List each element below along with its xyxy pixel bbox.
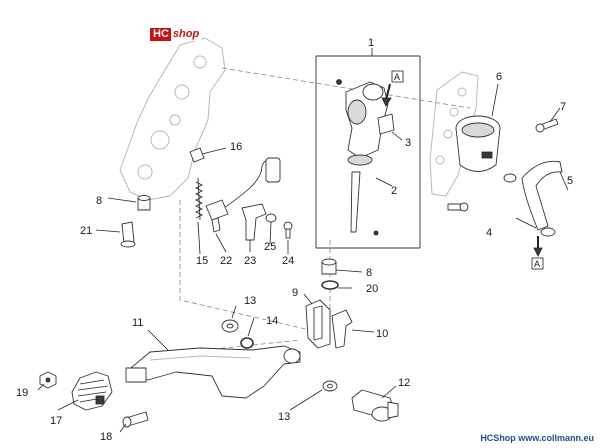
logo-shop: shop — [170, 28, 202, 41]
bushing-8-left — [137, 195, 151, 211]
footer-credit: HCShop www.collmann.eu — [480, 433, 594, 443]
master-cylinder-assembly — [315, 55, 421, 249]
callout-7: 7 — [560, 101, 566, 113]
callout-21: 21 — [80, 225, 92, 237]
clevis-pin-10 — [331, 309, 353, 349]
callout-23: 23 — [244, 255, 256, 267]
brake-light-switch-22 — [205, 157, 281, 233]
callout-labels: 1 2 3 4 5 6 7 8 8 9 10 11 12 13 13 14 15… — [16, 37, 573, 443]
svg-text:A: A — [534, 259, 540, 269]
callout-15: 15 — [196, 255, 208, 267]
bushing-8-right — [321, 258, 337, 275]
reference-box-bottom: A — [531, 257, 544, 270]
callout-9: 9 — [292, 287, 298, 299]
washer-25 — [265, 213, 277, 223]
callout-25: 25 — [264, 241, 276, 253]
bracket-bolt — [447, 202, 469, 212]
switch-bracket-23 — [241, 203, 267, 241]
o-ring-14 — [240, 337, 254, 349]
callout-20: 20 — [366, 283, 378, 295]
callout-2: 2 — [391, 185, 397, 197]
washer-13-upper — [221, 319, 239, 333]
callout-13-upper: 13 — [244, 295, 256, 307]
reference-arrow-bottom — [533, 236, 543, 257]
callout-24: 24 — [282, 255, 294, 267]
callout-16: 16 — [230, 141, 242, 153]
brake-pedal-11 — [125, 345, 301, 399]
reference-box-top: A — [391, 70, 404, 83]
callout-10: 10 — [376, 328, 388, 340]
o-ring-20 — [321, 280, 339, 290]
callout-1: 1 — [368, 37, 374, 49]
callout-12: 12 — [398, 377, 410, 389]
callout-19: 19 — [16, 387, 28, 399]
callout-11: 11 — [132, 317, 143, 329]
clevis-9 — [305, 299, 331, 349]
hose-clamps-4 — [503, 173, 556, 237]
hose-5 — [521, 160, 563, 231]
callout-18: 18 — [100, 431, 112, 443]
washer-13-lower — [322, 380, 338, 392]
bolt-18 — [122, 411, 149, 428]
foot-peg-17 — [71, 371, 113, 411]
screw-24 — [283, 221, 293, 239]
pivot-bolt-12 — [351, 389, 399, 422]
callout-14: 14 — [266, 315, 278, 327]
logo-hc: HC — [150, 28, 171, 41]
right-frame-bracket — [429, 71, 479, 197]
spring-15 — [195, 177, 203, 221]
left-frame-bracket — [119, 37, 226, 201]
pivot-pin-21 — [120, 221, 136, 248]
callout-6: 6 — [496, 71, 502, 83]
callout-13-lower: 13 — [278, 411, 290, 423]
screw-7 — [535, 118, 559, 133]
reference-arrow-top — [381, 83, 392, 107]
callout-17: 17 — [50, 415, 62, 427]
callout-8-right: 8 — [366, 267, 372, 279]
hcshop-logo: HC shop — [150, 28, 214, 41]
fluid-reservoir — [455, 115, 501, 172]
svg-text:A: A — [394, 72, 400, 82]
callout-22: 22 — [220, 255, 232, 267]
callout-8-left: 8 — [96, 195, 102, 207]
callout-5: 5 — [567, 175, 573, 187]
callout-3: 3 — [405, 137, 411, 149]
callout-4: 4 — [486, 227, 492, 239]
leader-lines — [37, 48, 569, 433]
sensor-16 — [189, 147, 205, 163]
